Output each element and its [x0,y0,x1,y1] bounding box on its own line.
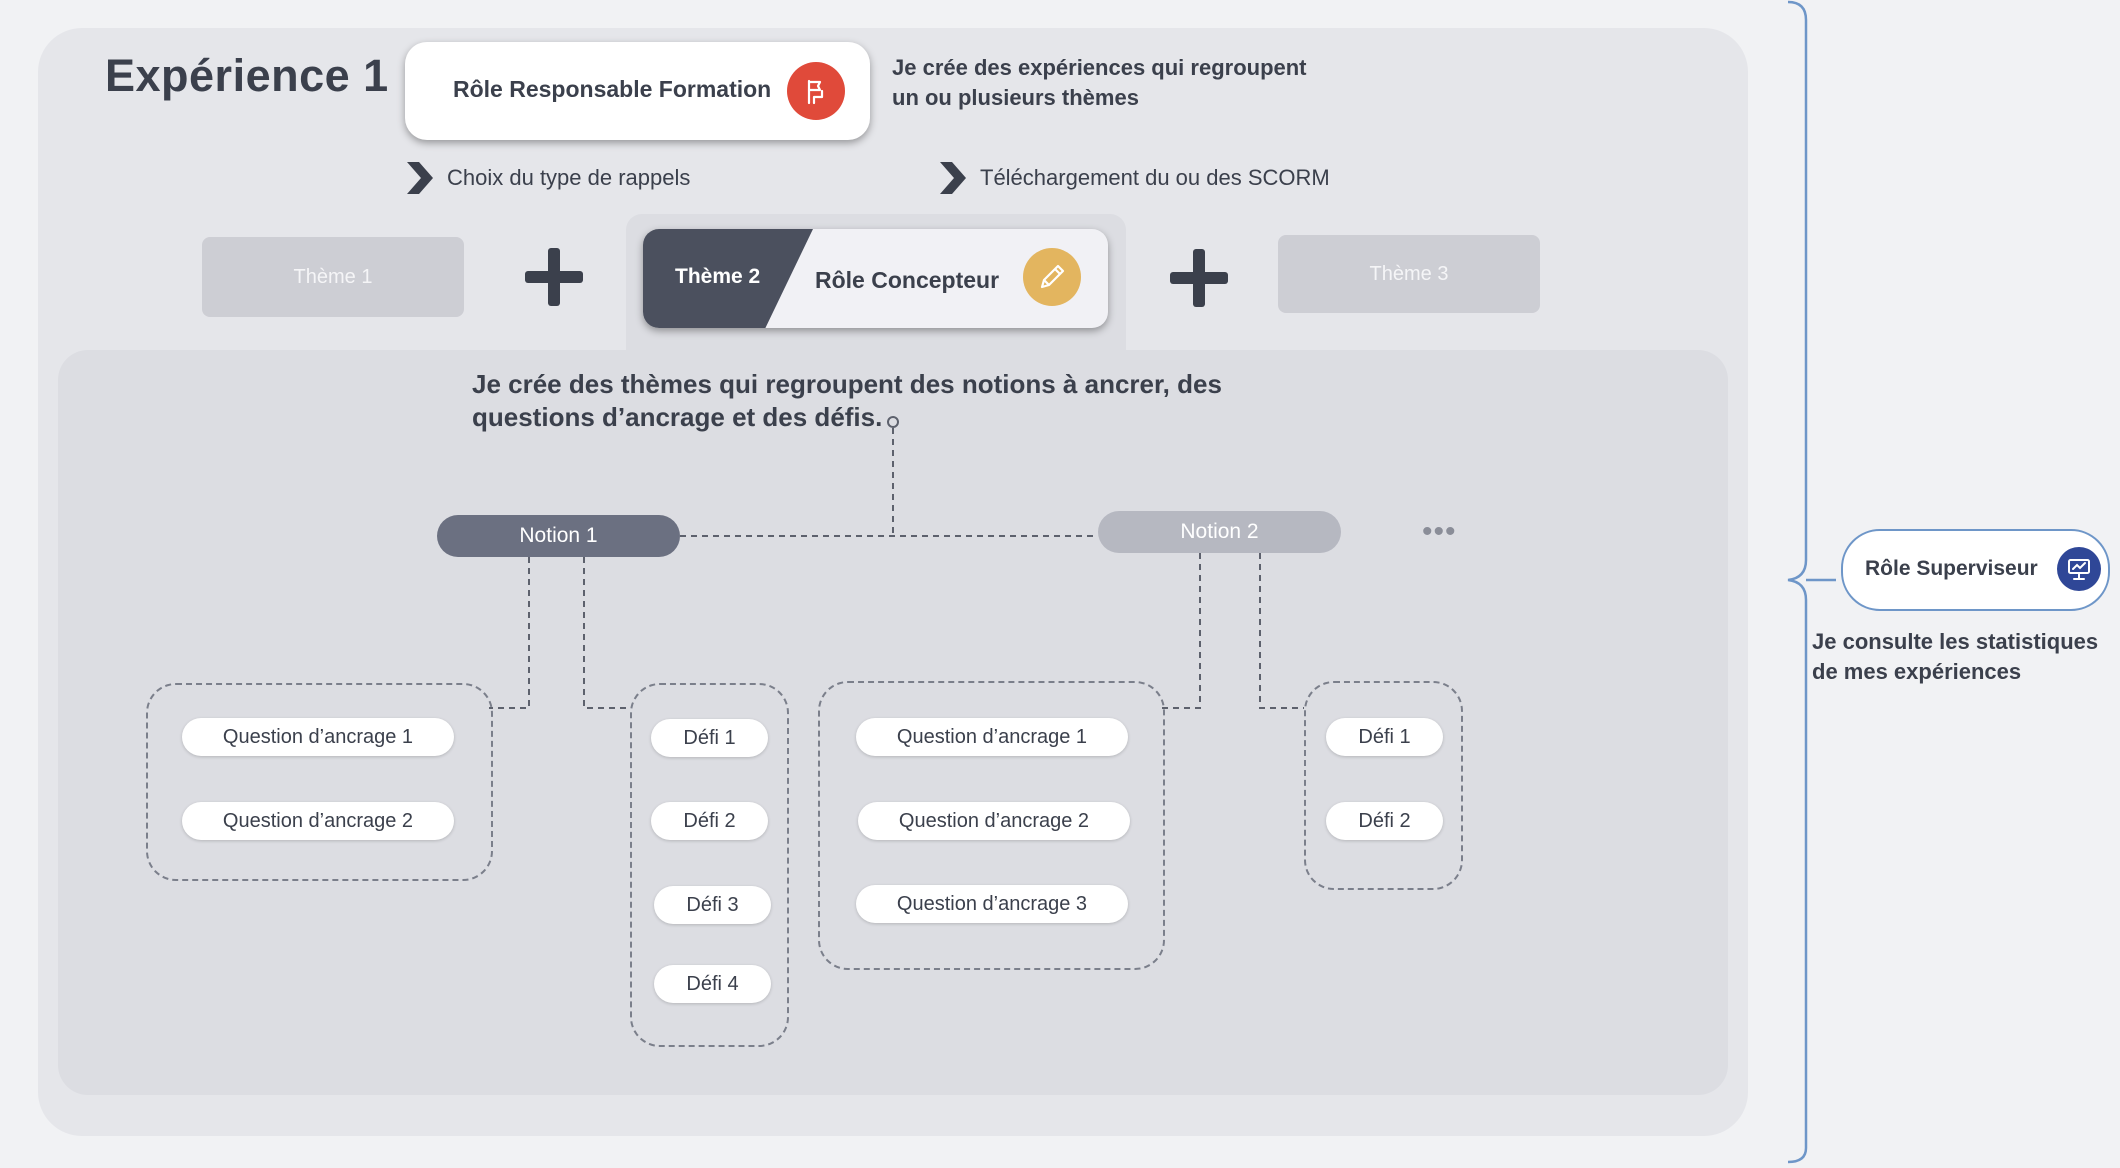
notion-1-node: Notion 1 [437,515,680,557]
theme-1-box: Thème 1 [202,237,464,317]
question-ancrage-pill: Question d’ancrage 2 [858,802,1130,840]
responsable-description: Je crée des expériences qui regroupent u… [892,55,1307,110]
defi-pill: Défi 4 [654,965,771,1003]
defi-pill: Défi 1 [651,719,768,757]
role-responsable-label: Rôle Responsable Formation [453,76,772,102]
experience-title: Expérience 1 [105,50,389,101]
step-choix-rappels: Choix du type de rappels [405,160,690,196]
theme-3-box: Thème 3 [1278,235,1540,313]
question-ancrage-pill: Question d’ancrage 1 [856,718,1128,756]
monitor-presentation-icon [2057,547,2101,591]
notion-1-defis-group [630,683,789,1047]
chevron-right-icon [940,162,966,194]
flag-icon [787,62,845,120]
question-ancrage-pill: Question d’ancrage 3 [856,885,1128,923]
notion-1-questions-group [146,683,493,881]
notion-2-defis-group [1304,681,1463,890]
step-label: Téléchargement du ou des SCORM [980,165,1330,190]
role-superviseur-card: Rôle Superviseur [1841,529,2110,611]
theme-2-label: Thème 2 [675,265,761,288]
step-telechargement-scorm: Téléchargement du ou des SCORM [938,160,1330,196]
superviseur-description: Je consulte les statistiques de mes expé… [1812,629,2099,684]
notion-2-questions-group [818,681,1165,970]
theme-2-concepteur-card: Thème 2 Rôle Concepteur [643,229,1108,328]
defi-pill: Défi 2 [1326,802,1443,840]
defi-pill: Défi 1 [1326,718,1443,756]
question-ancrage-pill: Question d’ancrage 1 [182,718,454,756]
defi-pill: Défi 2 [651,802,768,840]
notion-2-node: Notion 2 [1098,511,1341,553]
role-responsable-formation-card: Rôle Responsable Formation [405,42,870,140]
concepteur-description: Je crée des thèmes qui regroupent des no… [472,369,1222,432]
step-label: Choix du type de rappels [447,165,691,190]
pencil-icon [1023,248,1081,306]
plus-icon [1167,247,1231,309]
chevron-right-icon [407,162,433,194]
plus-icon [522,246,586,308]
defi-pill: Défi 3 [654,886,771,924]
superviseur-bracket [1787,0,1836,1164]
more-notions-indicator: ••• [1422,515,1457,548]
role-superviseur-label: Rôle Superviseur [1865,557,2038,580]
question-ancrage-pill: Question d’ancrage 2 [182,802,454,840]
role-concepteur-label: Rôle Concepteur [815,267,1000,293]
